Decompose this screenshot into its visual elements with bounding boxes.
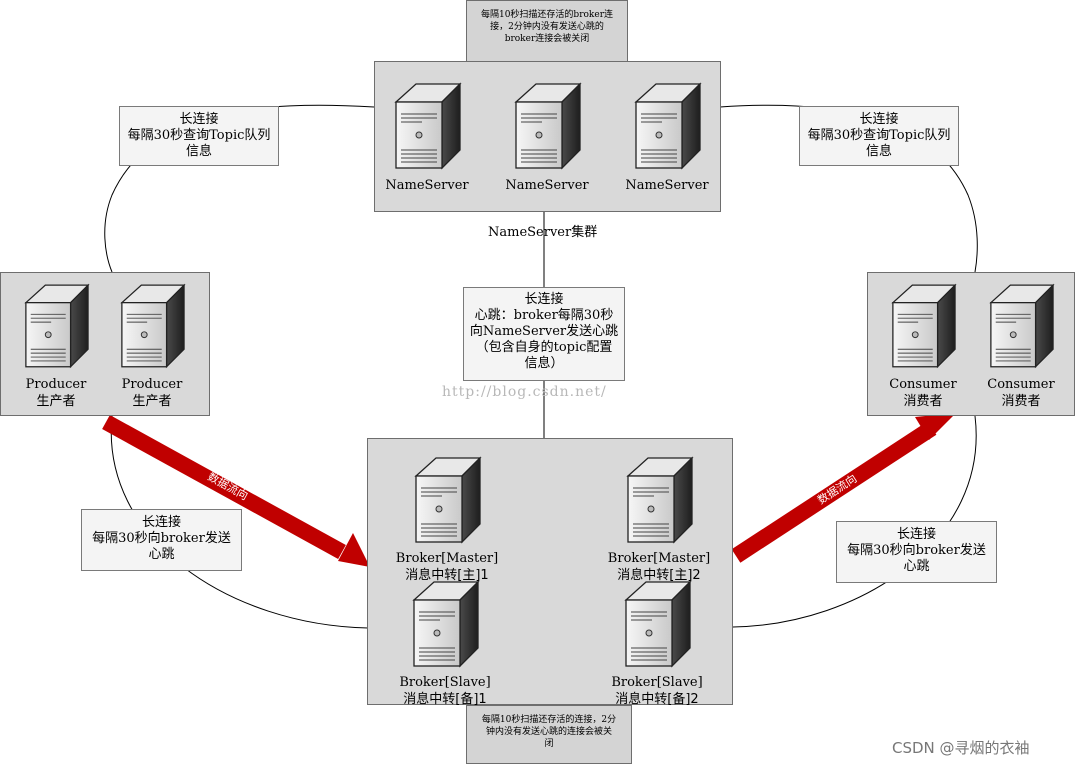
broker-heartbeat-note-line-4: （包含自身的topic配置 <box>475 340 613 355</box>
server-icon <box>632 78 702 172</box>
broker-slave-2-sublabel: 消息中转[备]2 <box>615 692 699 707</box>
producer-broker-note: 长连接 每隔30秒向broker发送 心跳 <box>81 509 242 571</box>
nameserver-node-2: NameServer <box>503 78 591 194</box>
consumer-nameserver-note-line-3: 信息 <box>865 144 892 159</box>
consumer-broker-note: 长连接 每隔30秒向broker发送 心跳 <box>836 521 997 583</box>
consumer-nameserver-note-line-2: 每隔30秒查询Topic队列 <box>807 128 951 143</box>
broker-scan-note-line-2: 钟内没有发送心跳的连接会被关 <box>485 727 612 737</box>
consumer-node-1-sublabel: 消费者 <box>903 394 943 409</box>
broker-slave-1-label: Broker[Slave] <box>399 675 491 690</box>
consumer-nameserver-note-line-1: 长连接 <box>859 112 899 127</box>
server-icon <box>392 78 462 172</box>
server-icon <box>410 577 480 669</box>
consumer-broker-note-line-1: 长连接 <box>896 527 936 542</box>
nameserver-scan-note-line-3: broker连接会被关闭 <box>504 34 590 44</box>
consumer-nameserver-note: 长连接 每隔30秒查询Topic队列 信息 <box>799 106 959 166</box>
producer-node-2-label: Producer <box>121 377 183 392</box>
nameserver-node-2-label: NameServer <box>505 178 589 193</box>
server-icon <box>987 279 1055 371</box>
producer-node-1-sublabel: 生产者 <box>36 394 76 409</box>
consumer-node-1: Consumer 消费者 <box>883 279 963 410</box>
producer-nameserver-note: 长连接 每隔30秒查询Topic队列 信息 <box>119 106 279 166</box>
broker-slave-2-label: Broker[Slave] <box>611 675 703 690</box>
consumer-node-2-sublabel: 消费者 <box>1001 394 1041 409</box>
broker-scan-note-line-1: 每隔10秒扫描还存活的连接，2分 <box>481 715 617 725</box>
broker-heartbeat-note-line-5: 信息） <box>524 356 564 371</box>
producer-broker-note-line-2: 每隔30秒向broker发送 <box>92 531 231 546</box>
producer-broker-note-line-3: 心跳 <box>148 547 175 562</box>
broker-heartbeat-note-line-3: 向NameServer发送心跳 <box>469 324 619 339</box>
nameserver-node-3-label: NameServer <box>625 178 709 193</box>
broker-master-1: Broker[Master] 消息中转[主]1 <box>382 453 512 584</box>
broker-slave-1-sublabel: 消息中转[备]1 <box>403 692 487 707</box>
producer-nameserver-note-line-2: 每隔30秒查询Topic队列 <box>127 128 271 143</box>
csdn-brand-watermark: CSDN @寻烟的衣袖 <box>892 739 1030 757</box>
server-icon <box>512 78 582 172</box>
nameserver-scan-note: 每隔10秒扫描还存活的broker连 接，2分钟内没有发送心跳的 broker连… <box>466 0 628 62</box>
nameserver-node-3: NameServer <box>623 78 711 194</box>
server-icon <box>889 279 957 371</box>
nameserver-scan-note-line-2: 接，2分钟内没有发送心跳的 <box>490 22 604 32</box>
broker-scan-note: 每隔10秒扫描还存活的连接，2分 钟内没有发送心跳的连接会被关 闭 <box>466 705 632 764</box>
broker-heartbeat-note-line-1: 长连接 <box>524 292 564 307</box>
server-icon <box>624 453 694 545</box>
nameserver-scan-note-line-1: 每隔10秒扫描还存活的broker连 <box>480 10 614 20</box>
broker-master-2-sublabel: 消息中转[主]2 <box>617 568 701 583</box>
data-flow-arrow-right <box>731 413 956 563</box>
blog-watermark: http://blog.csdn.net/ <box>442 384 607 400</box>
broker-scan-note-line-3: 闭 <box>544 739 554 749</box>
consumer-node-2-label: Consumer <box>987 377 1055 392</box>
broker-slave-2: Broker[Slave] 消息中转[备]2 <box>592 577 722 708</box>
broker-heartbeat-note: 长连接 心跳：broker每隔30秒 向NameServer发送心跳 （包含自身… <box>463 287 625 381</box>
broker-master-2-label: Broker[Master] <box>607 551 711 566</box>
producer-node-1-label: Producer <box>25 377 87 392</box>
broker-heartbeat-note-line-2: 心跳：broker每隔30秒 <box>474 308 614 323</box>
producer-nameserver-note-line-1: 长连接 <box>179 112 219 127</box>
server-icon <box>22 279 90 371</box>
broker-master-1-sublabel: 消息中转[主]1 <box>405 568 489 583</box>
producer-node-1: Producer 生产者 <box>16 279 96 410</box>
broker-slave-1: Broker[Slave] 消息中转[备]1 <box>380 577 510 708</box>
server-icon <box>412 453 482 545</box>
nameserver-node-1-label: NameServer <box>385 178 469 193</box>
consumer-node-2: Consumer 消费者 <box>981 279 1061 410</box>
producer-broker-note-line-1: 长连接 <box>141 515 181 530</box>
broker-master-1-label: Broker[Master] <box>395 551 499 566</box>
server-icon <box>622 577 692 669</box>
nameserver-node-1: NameServer <box>383 78 471 194</box>
server-icon <box>118 279 186 371</box>
consumer-broker-note-line-3: 心跳 <box>903 559 930 574</box>
consumer-node-1-label: Consumer <box>889 377 957 392</box>
producer-nameserver-note-line-3: 信息 <box>185 144 212 159</box>
broker-master-2: Broker[Master] 消息中转[主]2 <box>594 453 724 584</box>
producer-node-2-sublabel: 生产者 <box>132 394 172 409</box>
consumer-broker-note-line-2: 每隔30秒向broker发送 <box>847 543 986 558</box>
data-flow-arrow-left <box>102 414 370 567</box>
producer-node-2: Producer 生产者 <box>112 279 192 410</box>
nameserver-cluster-label: NameServer集群 <box>488 225 598 240</box>
